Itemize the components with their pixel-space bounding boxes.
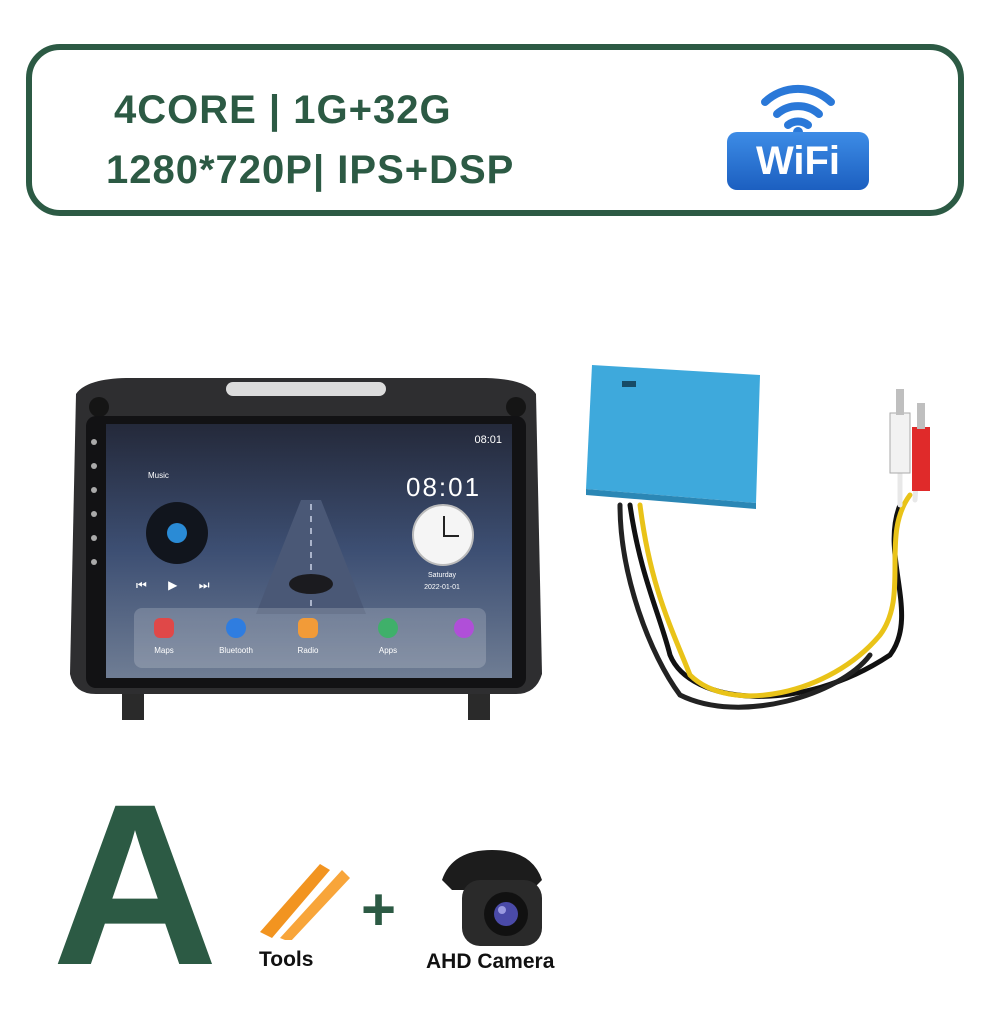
radio-icon — [298, 618, 318, 638]
dock-label: Apps — [378, 646, 398, 655]
home-clock: 08:01 — [406, 472, 482, 502]
dock-label: Radio — [297, 646, 319, 655]
dock-item-music[interactable] — [434, 618, 494, 646]
spec-cpu-memory: 4CORE | 1G+32G — [114, 88, 452, 132]
spec-banner: 4CORE | 1G+32G 1280*720P| IPS+DSP WiFi — [26, 44, 964, 216]
clock-day: Saturday — [427, 572, 457, 579]
head-unit-image: 08:01 Music ⏮ ▶ ⏭ 08:01 Saturday 2022-01… — [66, 374, 544, 720]
rca-plug-red — [912, 403, 930, 491]
dock-item-maps[interactable]: Maps — [134, 618, 194, 655]
player-controls: ⏮ ▶ ⏭ — [136, 578, 210, 593]
analog-clock-icon — [412, 504, 474, 566]
tools-label: Tools — [259, 948, 314, 971]
apps-icon — [378, 618, 398, 638]
maps-icon — [154, 618, 174, 638]
decoder-box-image — [586, 365, 930, 710]
wifi-badge: WiFi — [727, 76, 877, 196]
pry-tools-icon — [260, 864, 350, 940]
ahd-camera-icon — [442, 850, 542, 946]
prev-track-button[interactable]: ⏮ — [136, 578, 147, 592]
road-graphic — [256, 500, 366, 614]
app-dock: Maps Bluetooth Radio Apps — [134, 608, 486, 668]
wifi-icon — [761, 84, 835, 136]
plus-sign: + — [361, 876, 397, 943]
music-widget-label: Music — [148, 471, 169, 480]
music-note-icon — [454, 618, 474, 638]
decoder-box — [586, 365, 760, 509]
wifi-label: WiFi — [727, 132, 869, 190]
dock-item-radio[interactable]: Radio — [278, 618, 338, 655]
dock-label: Bluetooth — [219, 646, 253, 655]
bluetooth-icon — [226, 618, 246, 638]
music-disc[interactable] — [146, 502, 208, 564]
next-track-button[interactable]: ⏭ — [198, 578, 210, 592]
dock-item-apps[interactable]: Apps — [358, 618, 418, 655]
rca-plug-white — [889, 389, 911, 474]
android-screen: 08:01 Music ⏮ ▶ ⏭ 08:01 Saturday 2022-01… — [106, 424, 512, 678]
ahd-camera-label: AHD Camera — [426, 950, 555, 973]
clock-date: 2022-01-01 — [424, 584, 460, 591]
spec-display: 1280*720P| IPS+DSP — [106, 148, 515, 192]
package-variant-letter: A — [52, 756, 219, 1013]
dock-label: Maps — [154, 646, 174, 655]
status-bar-time: 08:01 — [474, 434, 502, 446]
dock-item-bluetooth[interactable]: Bluetooth — [206, 618, 266, 655]
play-button[interactable]: ▶ — [168, 578, 178, 592]
